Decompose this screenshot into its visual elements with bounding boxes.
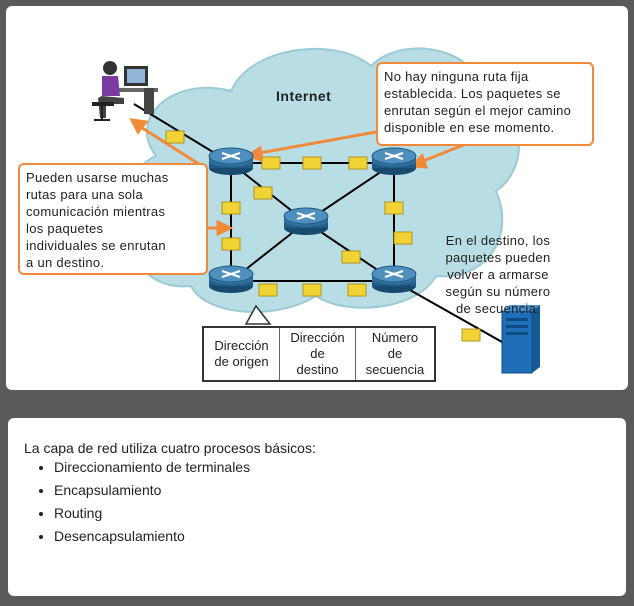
router (371, 265, 417, 293)
packet (302, 283, 322, 297)
packet-header-table: Dirección de origen Dirección de destino… (202, 326, 436, 382)
packet (253, 186, 273, 200)
header-source-address: Dirección de origen (204, 328, 280, 380)
list-item: Desencapsulamiento (54, 525, 250, 548)
header-sequence-number: Número de secuencia (365, 330, 425, 377)
packet (258, 283, 278, 297)
packet (461, 328, 481, 342)
router (208, 265, 254, 293)
list-item: Encapsulamiento (54, 479, 250, 502)
router (371, 147, 417, 175)
summary-panel: La capa de red utiliza cuatro procesos b… (8, 418, 626, 596)
packet (221, 237, 241, 251)
callout-no-fixed-route-text: No hay ninguna ruta fija establecida. Lo… (384, 69, 572, 135)
list-item: Routing (54, 502, 250, 525)
packet (261, 156, 281, 170)
packets (165, 130, 481, 342)
packet (341, 250, 361, 264)
packet (302, 156, 322, 170)
packet (393, 231, 413, 245)
callout-arrows (129, 118, 467, 237)
router (208, 147, 254, 175)
callout-multiple-routes: Pueden usarse muchas rutas para una sola… (18, 163, 208, 275)
header-destination-address: Dirección de destino (280, 328, 356, 380)
packet (221, 201, 241, 215)
summary-intro: La capa de red utiliza cuatro procesos b… (24, 440, 316, 456)
packet (347, 283, 367, 297)
callout-multiple-routes-text: Pueden usarse muchas rutas para una sola… (26, 170, 169, 270)
router (283, 207, 329, 235)
diagram-panel: Internet Pueden usarse muchas rutas para… (6, 6, 628, 390)
callout-no-fixed-route: No hay ninguna ruta fija establecida. Lo… (376, 62, 594, 146)
destination-note: En el destino, los paquetes pueden volve… (445, 233, 551, 316)
packet (165, 130, 185, 144)
user-workstation-icon (92, 61, 158, 121)
packet (384, 201, 404, 215)
packet (348, 156, 368, 170)
header-pointer (244, 304, 272, 325)
list-item: Direccionamiento de terminales (54, 456, 250, 479)
internet-label: Internet (276, 88, 332, 104)
server-icon (501, 305, 540, 374)
process-list: Direccionamiento de terminales Encapsula… (40, 456, 250, 548)
